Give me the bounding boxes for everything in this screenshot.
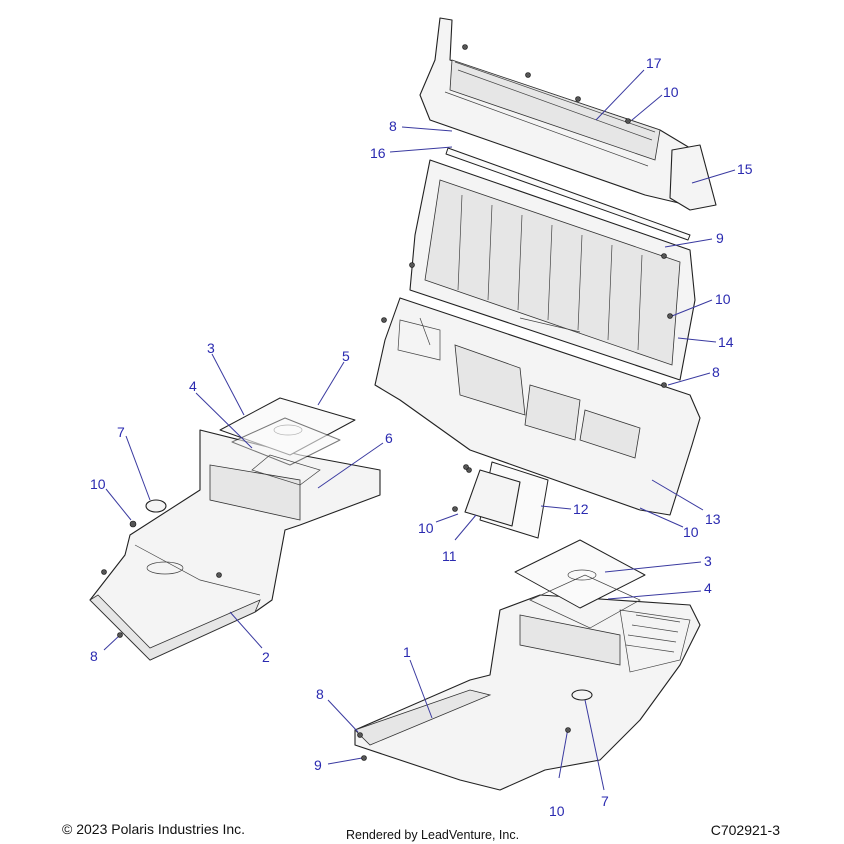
callout-8: 8: [90, 648, 98, 664]
callout-8: 8: [389, 118, 397, 134]
callout-3: 3: [704, 553, 712, 569]
callout-16: 16: [370, 145, 386, 161]
callout-3: 3: [207, 340, 215, 356]
callout-9: 9: [314, 757, 322, 773]
callout-15: 15: [737, 161, 753, 177]
callout-17: 17: [646, 55, 662, 71]
access-panel: [464, 461, 549, 539]
callout-10: 10: [90, 476, 106, 492]
callout-7: 7: [117, 424, 125, 440]
callout-11: 11: [442, 548, 457, 564]
diagram-id-text: C702921-3: [710, 822, 780, 838]
callout-12: 12: [573, 501, 589, 517]
left-mat: [219, 397, 356, 486]
callout-10: 10: [683, 524, 699, 540]
callout-6: 6: [385, 430, 393, 446]
callout-1: 1: [403, 644, 411, 660]
callout-4: 4: [189, 378, 197, 394]
right-floor-assembly: [354, 594, 701, 791]
bulkhead-panel: [409, 159, 696, 381]
callout-9: 9: [716, 230, 724, 246]
callout-13: 13: [705, 511, 721, 527]
leader-lines: [103, 69, 736, 791]
right-mat: [514, 539, 646, 629]
left-fuel-cap: [129, 499, 167, 528]
callout-10: 10: [663, 84, 679, 100]
callout-2: 2: [262, 649, 270, 665]
callout-10: 10: [715, 291, 731, 307]
fasteners: [101, 44, 673, 761]
callout-10: 10: [549, 803, 565, 819]
callout-14: 14: [718, 334, 734, 350]
callout-4: 4: [704, 580, 712, 596]
lower-rear-panel: [374, 297, 701, 516]
left-floor-assembly: [89, 429, 381, 661]
rubber-strip: [445, 147, 691, 241]
callout-5: 5: [342, 348, 350, 364]
copyright-text: © 2023 Polaris Industries Inc.: [62, 821, 246, 837]
callout-8: 8: [712, 364, 720, 380]
callout-8: 8: [316, 686, 324, 702]
callout-10: 10: [418, 520, 434, 536]
rendered-by-text: Rendered by LeadVenture, Inc.: [346, 828, 520, 842]
callout-labels: 17 10 8 16 15 9 10 14 8 3 5 4 7 6 10 12 …: [90, 55, 753, 819]
callout-7: 7: [601, 793, 609, 809]
rear-upper-panel: [419, 17, 717, 211]
